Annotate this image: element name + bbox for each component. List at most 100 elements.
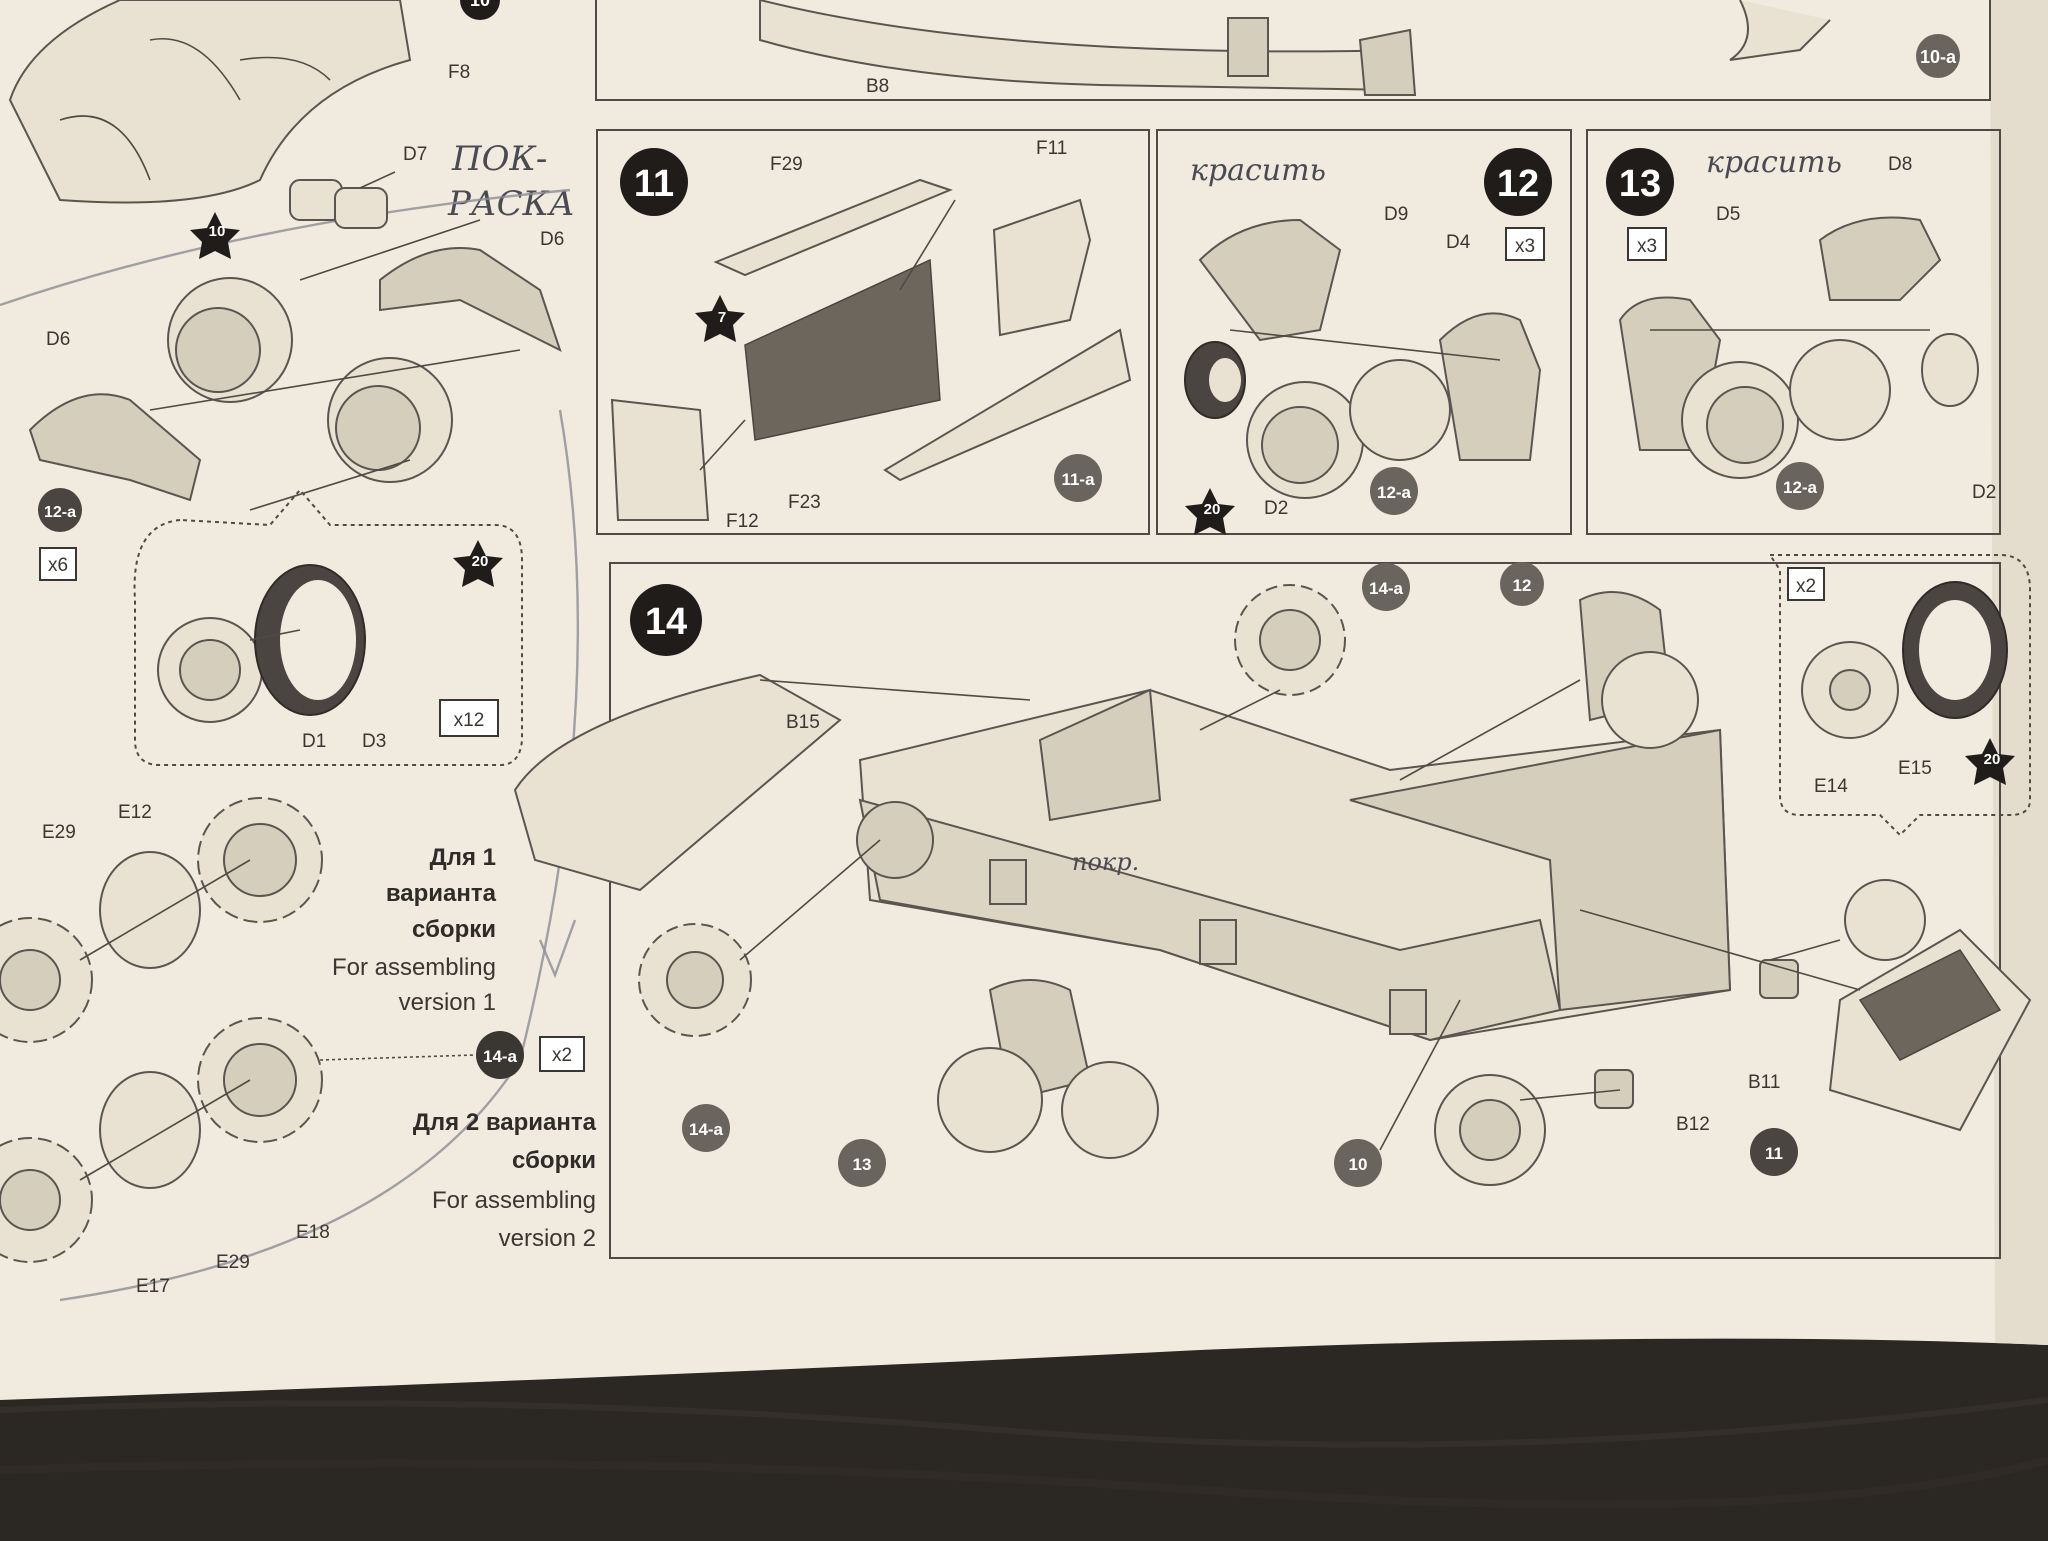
step-11-badge: 11 [620, 148, 688, 216]
wood-grain [0, 1397, 2048, 1509]
svg-text:13: 13 [1619, 163, 1661, 205]
left-top-tubes: F8 [8, 0, 470, 204]
svg-text:10: 10 [470, 0, 490, 10]
label-F29: F29 [770, 154, 803, 175]
svg-text:14-a: 14-a [1369, 579, 1404, 598]
ref-14-a-sprockets: 14-a x2 [319, 1031, 585, 1079]
step-fragment-10: 10 [460, 0, 500, 20]
label-D6-right: D6 [540, 229, 564, 250]
handwritten-note-12: красить [1190, 153, 1326, 188]
ref-13-step14: 13 [838, 1139, 886, 1187]
svg-text:12: 12 [1497, 163, 1539, 205]
label-B11: B11 [1748, 1072, 1780, 1093]
ref-11-step14: 11 [1750, 1128, 1798, 1176]
ref-11-a: 11-a [1054, 454, 1102, 502]
label-E15: E15 [1898, 758, 1932, 779]
ref-12-a-13: 12-a [1776, 462, 1824, 510]
label-D4: D4 [1446, 232, 1471, 253]
paint-badge-10: 10 [190, 212, 240, 259]
ref-10-a: 10-a [1916, 34, 1960, 78]
svg-text:x2: x2 [1796, 576, 1816, 597]
ref-12-a-12: 12-a [1370, 467, 1418, 515]
step-14-badge: 14 [630, 584, 702, 656]
svg-text:12: 12 [1513, 576, 1532, 595]
svg-text:x12: x12 [454, 710, 485, 731]
label-E14: E14 [1814, 776, 1848, 797]
label-E17: E17 [136, 1276, 170, 1297]
step-12-panel: красить 12 x3 D9 D4 D2 20 12-a [1156, 129, 1572, 535]
paint-badge-7: 7 [695, 295, 745, 342]
svg-text:10-a: 10-a [1920, 47, 1957, 67]
svg-text:11: 11 [1765, 1144, 1783, 1163]
wheel-qty-x2: x2 [1787, 567, 1825, 601]
label-E29-v2: E29 [216, 1252, 250, 1273]
label-F12: F12 [726, 511, 759, 532]
qty-x3-13: x3 [1627, 227, 1667, 261]
svg-text:14-a: 14-a [483, 1047, 518, 1066]
handwritten-note-14: покр. [1072, 848, 1139, 876]
label-E18: E18 [296, 1222, 330, 1243]
label-B15: B15 [786, 712, 820, 733]
label-D1: D1 [302, 731, 326, 752]
label-D6-left: D6 [46, 329, 70, 350]
step-13-panel: 13 красить x3 D8 D5 D2 12-a [1586, 129, 2001, 535]
pencil-line-1 [0, 188, 571, 307]
label-D2-12: D2 [1264, 498, 1288, 519]
ref-14-a-top: 14-a [1362, 563, 1410, 611]
qty-x3-12: x3 [1505, 227, 1545, 261]
svg-text:11: 11 [634, 163, 674, 205]
qty-x6: x6 [39, 547, 77, 581]
label-F11: F11 [1036, 138, 1067, 159]
step-11-panel: 11 F29 F11 F23 F12 7 11-a [596, 129, 1150, 535]
svg-text:x2: x2 [552, 1045, 572, 1066]
label-B12: B12 [1676, 1114, 1710, 1135]
svg-text:11-a: 11-a [1061, 470, 1095, 489]
ref-14-a-bottom: 14-a [682, 1104, 730, 1152]
pencil-check [538, 919, 577, 979]
qty-x12: x12 [439, 699, 499, 737]
label-D2-13: D2 [1972, 482, 1996, 503]
ref-12-step14: 12 [1500, 562, 1544, 606]
ref-10-step14: 10 [1334, 1139, 1382, 1187]
paint-badge-20-left: 20 [453, 540, 503, 587]
top-frame: B8 10-a 10 [460, 0, 1991, 101]
label-D7: D7 [403, 144, 427, 165]
svg-text:x6: x6 [48, 555, 68, 576]
label-F8: F8 [448, 62, 470, 83]
svg-text:7: 7 [718, 309, 726, 326]
label-D5: D5 [1716, 204, 1740, 225]
svg-text:10: 10 [1349, 1155, 1368, 1174]
paint-badge-20-14: 20 [1965, 738, 2015, 785]
svg-text:10: 10 [209, 223, 226, 240]
svg-text:13: 13 [853, 1155, 872, 1174]
svg-text:12-a: 12-a [1377, 483, 1412, 502]
step-13-badge: 13 [1606, 148, 1674, 216]
svg-text:20: 20 [472, 553, 489, 570]
wheel-callout: D1 D3 20 x12 [133, 488, 523, 766]
svg-text:14-a: 14-a [689, 1120, 724, 1139]
svg-text:x3: x3 [1515, 236, 1535, 257]
svg-text:x3: x3 [1637, 236, 1657, 257]
svg-text:20: 20 [1204, 501, 1221, 518]
label-B8: B8 [866, 76, 889, 97]
label-E29-v1: E29 [42, 822, 76, 843]
fender-B15 [513, 673, 842, 892]
svg-text:14: 14 [645, 601, 687, 643]
label-F23: F23 [788, 492, 821, 513]
label-D9: D9 [1384, 204, 1408, 225]
handwritten-note-13: красить [1706, 145, 1842, 180]
label-D3: D3 [362, 731, 386, 752]
svg-text:12-a: 12-a [1783, 478, 1818, 497]
step-12-badge: 12 [1484, 148, 1552, 216]
svg-text:12-a: 12-a [44, 504, 76, 521]
ref-12-a-left: 12-a [38, 488, 82, 532]
label-E12: E12 [118, 802, 152, 823]
label-D8: D8 [1888, 154, 1912, 175]
